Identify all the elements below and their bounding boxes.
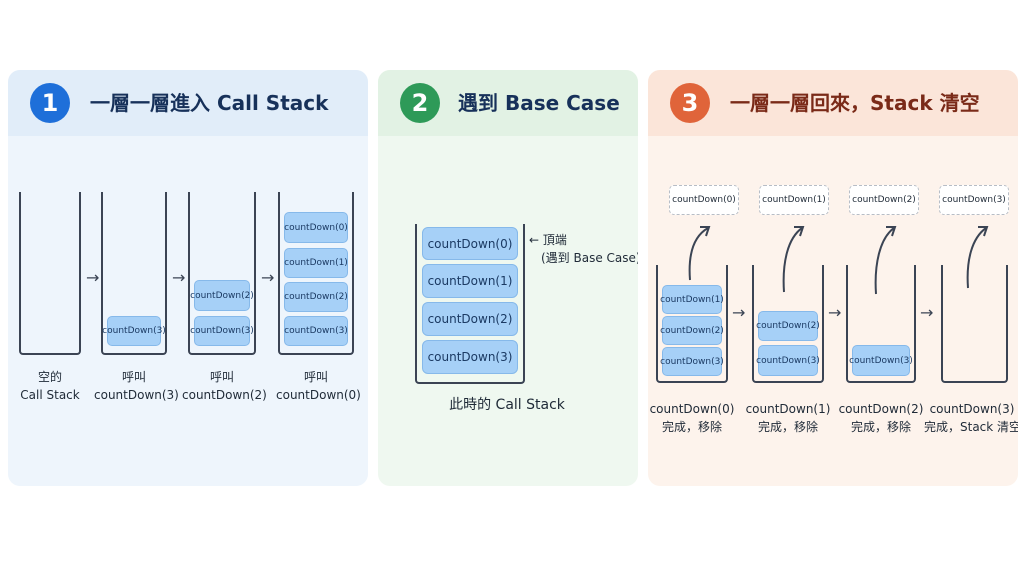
right-arrow-icon: →: [261, 268, 275, 287]
stack-frame: countDown(3): [660, 347, 724, 376]
step-badge-2: 2: [400, 83, 440, 123]
call-stack-after-pop-3: countDown(3): [846, 265, 916, 383]
pop-arrow-icon: [782, 226, 805, 293]
panel-title: 一層一層進入 Call Stack: [90, 91, 329, 115]
right-arrow-icon: →: [920, 303, 934, 322]
step-badge-3: 3: [670, 83, 710, 123]
stack-frame: countDown(1): [660, 285, 724, 314]
stack-frame: countDown(3): [102, 316, 166, 346]
stack-frame: countDown(2): [756, 311, 820, 341]
pop-arrow-icon: [688, 226, 711, 281]
step-caption: countDown(1)完成，移除: [745, 402, 831, 434]
stack-frame: countDown(0): [284, 212, 348, 243]
stack-frame: countDown(3): [422, 340, 518, 374]
top-label: ← 頂端 (遇到 Base Case): [529, 233, 638, 265]
right-arrow-icon: →: [172, 268, 186, 287]
stack-frame: countDown(2): [190, 280, 254, 311]
call-stack-step-4: countDown(0) countDown(1) countDown(2) c…: [278, 192, 354, 355]
call-stack-after-pop-2: countDown(2) countDown(3): [752, 265, 824, 383]
pop-arrow-icon: [966, 226, 989, 289]
step-caption: countDown(3)完成，Stack 清空: [924, 402, 1018, 434]
call-stack-full: countDown(0) countDown(1) countDown(2) c…: [415, 224, 525, 384]
panel-header: 1 一層一層進入 Call Stack: [8, 70, 368, 136]
stack-frame: countDown(3): [284, 316, 348, 346]
call-stack-step-3: countDown(2) countDown(3): [188, 192, 256, 355]
panel-title: 遇到 Base Case: [458, 91, 620, 115]
popped-frame: countDown(0): [669, 185, 739, 215]
stack-caption: 此時的 Call Stack: [449, 397, 565, 413]
right-arrow-icon: →: [828, 303, 842, 322]
popped-frame: countDown(2): [849, 185, 919, 215]
stack-frame-top: countDown(0): [422, 227, 518, 260]
step-caption: countDown(0)完成，移除: [649, 402, 735, 434]
call-stack-after-pop-1: countDown(1) countDown(2) countDown(3): [656, 265, 728, 383]
call-stack-empty-final: [941, 265, 1008, 383]
stack-frame: countDown(1): [422, 264, 518, 298]
right-arrow-icon: →: [86, 268, 100, 287]
popped-frame: countDown(3): [939, 185, 1009, 215]
popped-frame: countDown(1): [759, 185, 829, 215]
panel-push-stack: 1 一層一層進入 Call Stack → countDown(3) → cou…: [8, 70, 368, 486]
panel-title: 一層一層回來，Stack 清空: [730, 91, 980, 115]
right-arrow-icon: →: [732, 303, 746, 322]
panel-header: 2 遇到 Base Case: [378, 70, 638, 136]
panel-unwind-stack: 3 一層一層回來，Stack 清空 countDown(0) countDown…: [648, 70, 1018, 486]
step-badge-1: 1: [30, 83, 70, 123]
stack-frame: countDown(3): [849, 345, 913, 376]
stack-frame: countDown(2): [284, 282, 348, 312]
call-stack-empty: [19, 192, 81, 355]
panel-header: 3 一層一層回來，Stack 清空: [648, 70, 1018, 136]
stack-frame: countDown(3): [190, 316, 254, 346]
pop-arrow-icon: [874, 226, 897, 295]
call-stack-step-2: countDown(3): [101, 192, 167, 355]
stack-frame: countDown(3): [756, 345, 820, 376]
step-caption: countDown(2)完成，移除: [838, 402, 924, 434]
stack-frame: countDown(2): [422, 302, 518, 336]
stack-frame: countDown(2): [660, 316, 724, 345]
panel-base-case: 2 遇到 Base Case countDown(0) countDown(1)…: [378, 70, 638, 486]
stack-frame: countDown(1): [284, 248, 348, 278]
